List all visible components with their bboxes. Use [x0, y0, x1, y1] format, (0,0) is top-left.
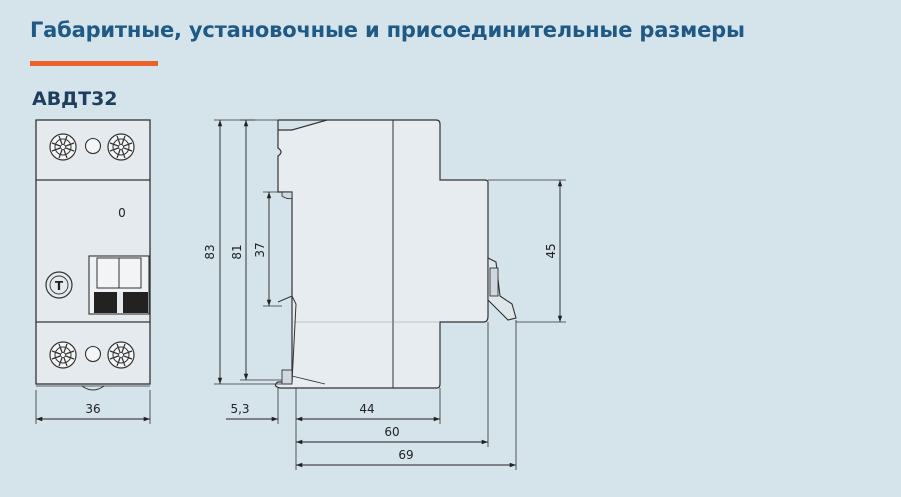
rail-clip-height-label: 37	[253, 242, 267, 257]
top-right-screw-terminal-icon	[107, 133, 135, 161]
front-view: 0 T 36	[35, 119, 151, 424]
total-height-label: 83	[203, 244, 217, 259]
width-dimension-label: 36	[85, 402, 100, 416]
bottom-left-screw-terminal-icon	[49, 341, 77, 369]
bottom-right-screw-terminal-icon	[107, 341, 135, 369]
accent-bar	[30, 61, 158, 66]
depth-step-label: 44	[359, 402, 374, 416]
rail-offset-label: 5,3	[230, 402, 249, 416]
side-body-outline	[274, 119, 489, 389]
bottom-indicator-hole	[84, 345, 102, 363]
svg-text:T: T	[55, 279, 64, 293]
model-label: АВДТ32	[32, 88, 118, 110]
top-left-screw-terminal-icon	[49, 133, 77, 161]
test-button-icon: T	[45, 271, 73, 299]
page-title: Габаритные, установочные и присоединител…	[30, 18, 745, 42]
front-height-label: 45	[544, 243, 558, 258]
side-view: 83 81 37 45 5,3 44 60 69	[203, 119, 566, 470]
body-height-label: 81	[230, 244, 244, 259]
depth-front-label: 60	[384, 425, 399, 439]
device-body	[35, 119, 151, 385]
toggle-lever	[88, 255, 150, 315]
depth-total-label: 69	[398, 448, 413, 462]
switch-position-mark: 0	[118, 206, 126, 220]
top-indicator-hole	[84, 137, 102, 155]
